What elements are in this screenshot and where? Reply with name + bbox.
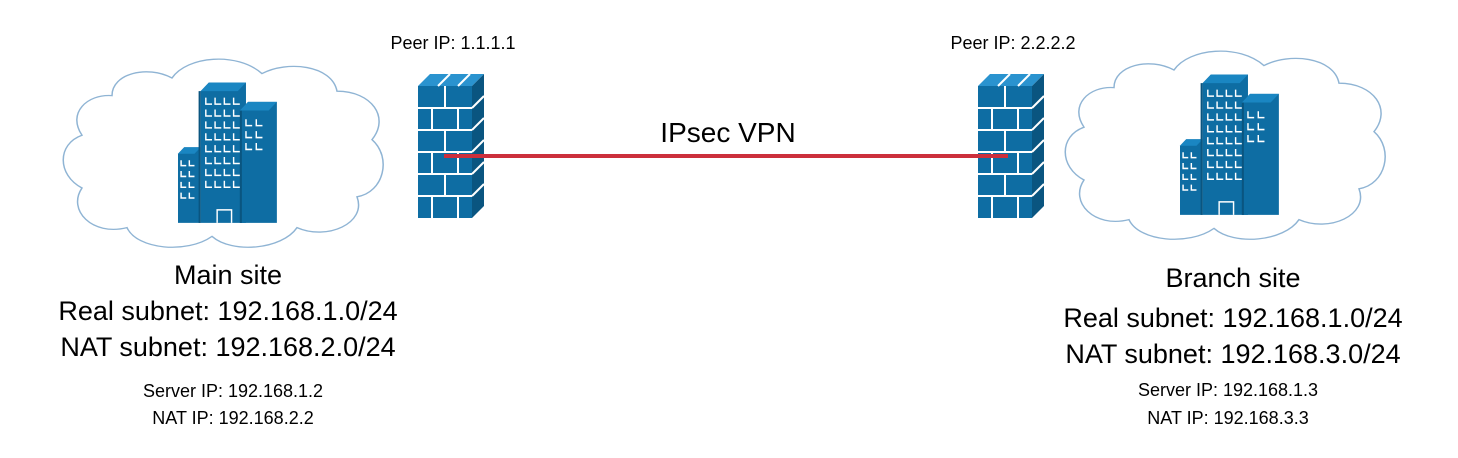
branch-site-firewall-icon	[977, 73, 1045, 219]
branch-site-peer-ip: Peer IP: 2.2.2.2	[950, 33, 1076, 53]
vpn-label: IPsec VPN	[660, 117, 796, 148]
main-site-peer-ip: Peer IP: 1.1.1.1	[390, 33, 516, 53]
branch-site-real-subnet: Real subnet: 192.168.1.0/24	[1063, 303, 1403, 333]
main-site-real-subnet: Real subnet: 192.168.1.0/24	[58, 296, 398, 326]
main-site-nat-subnet: NAT subnet: 192.168.2.0/24	[60, 332, 396, 362]
branch-site-server-ip: Server IP: 192.168.1.3	[1137, 380, 1319, 400]
branch-site-title: Branch site	[1165, 263, 1301, 293]
main-site-nat-ip: NAT IP: 192.168.2.2	[152, 408, 314, 428]
branch-site-nat-ip: NAT IP: 192.168.3.3	[1147, 408, 1309, 428]
branch-site-nat-subnet: NAT subnet: 192.168.3.0/24	[1065, 339, 1401, 369]
main-site-server-ip: Server IP: 192.168.1.2	[142, 381, 324, 401]
main-site-firewall-icon	[417, 73, 485, 219]
main-site-title: Main site	[173, 260, 283, 290]
